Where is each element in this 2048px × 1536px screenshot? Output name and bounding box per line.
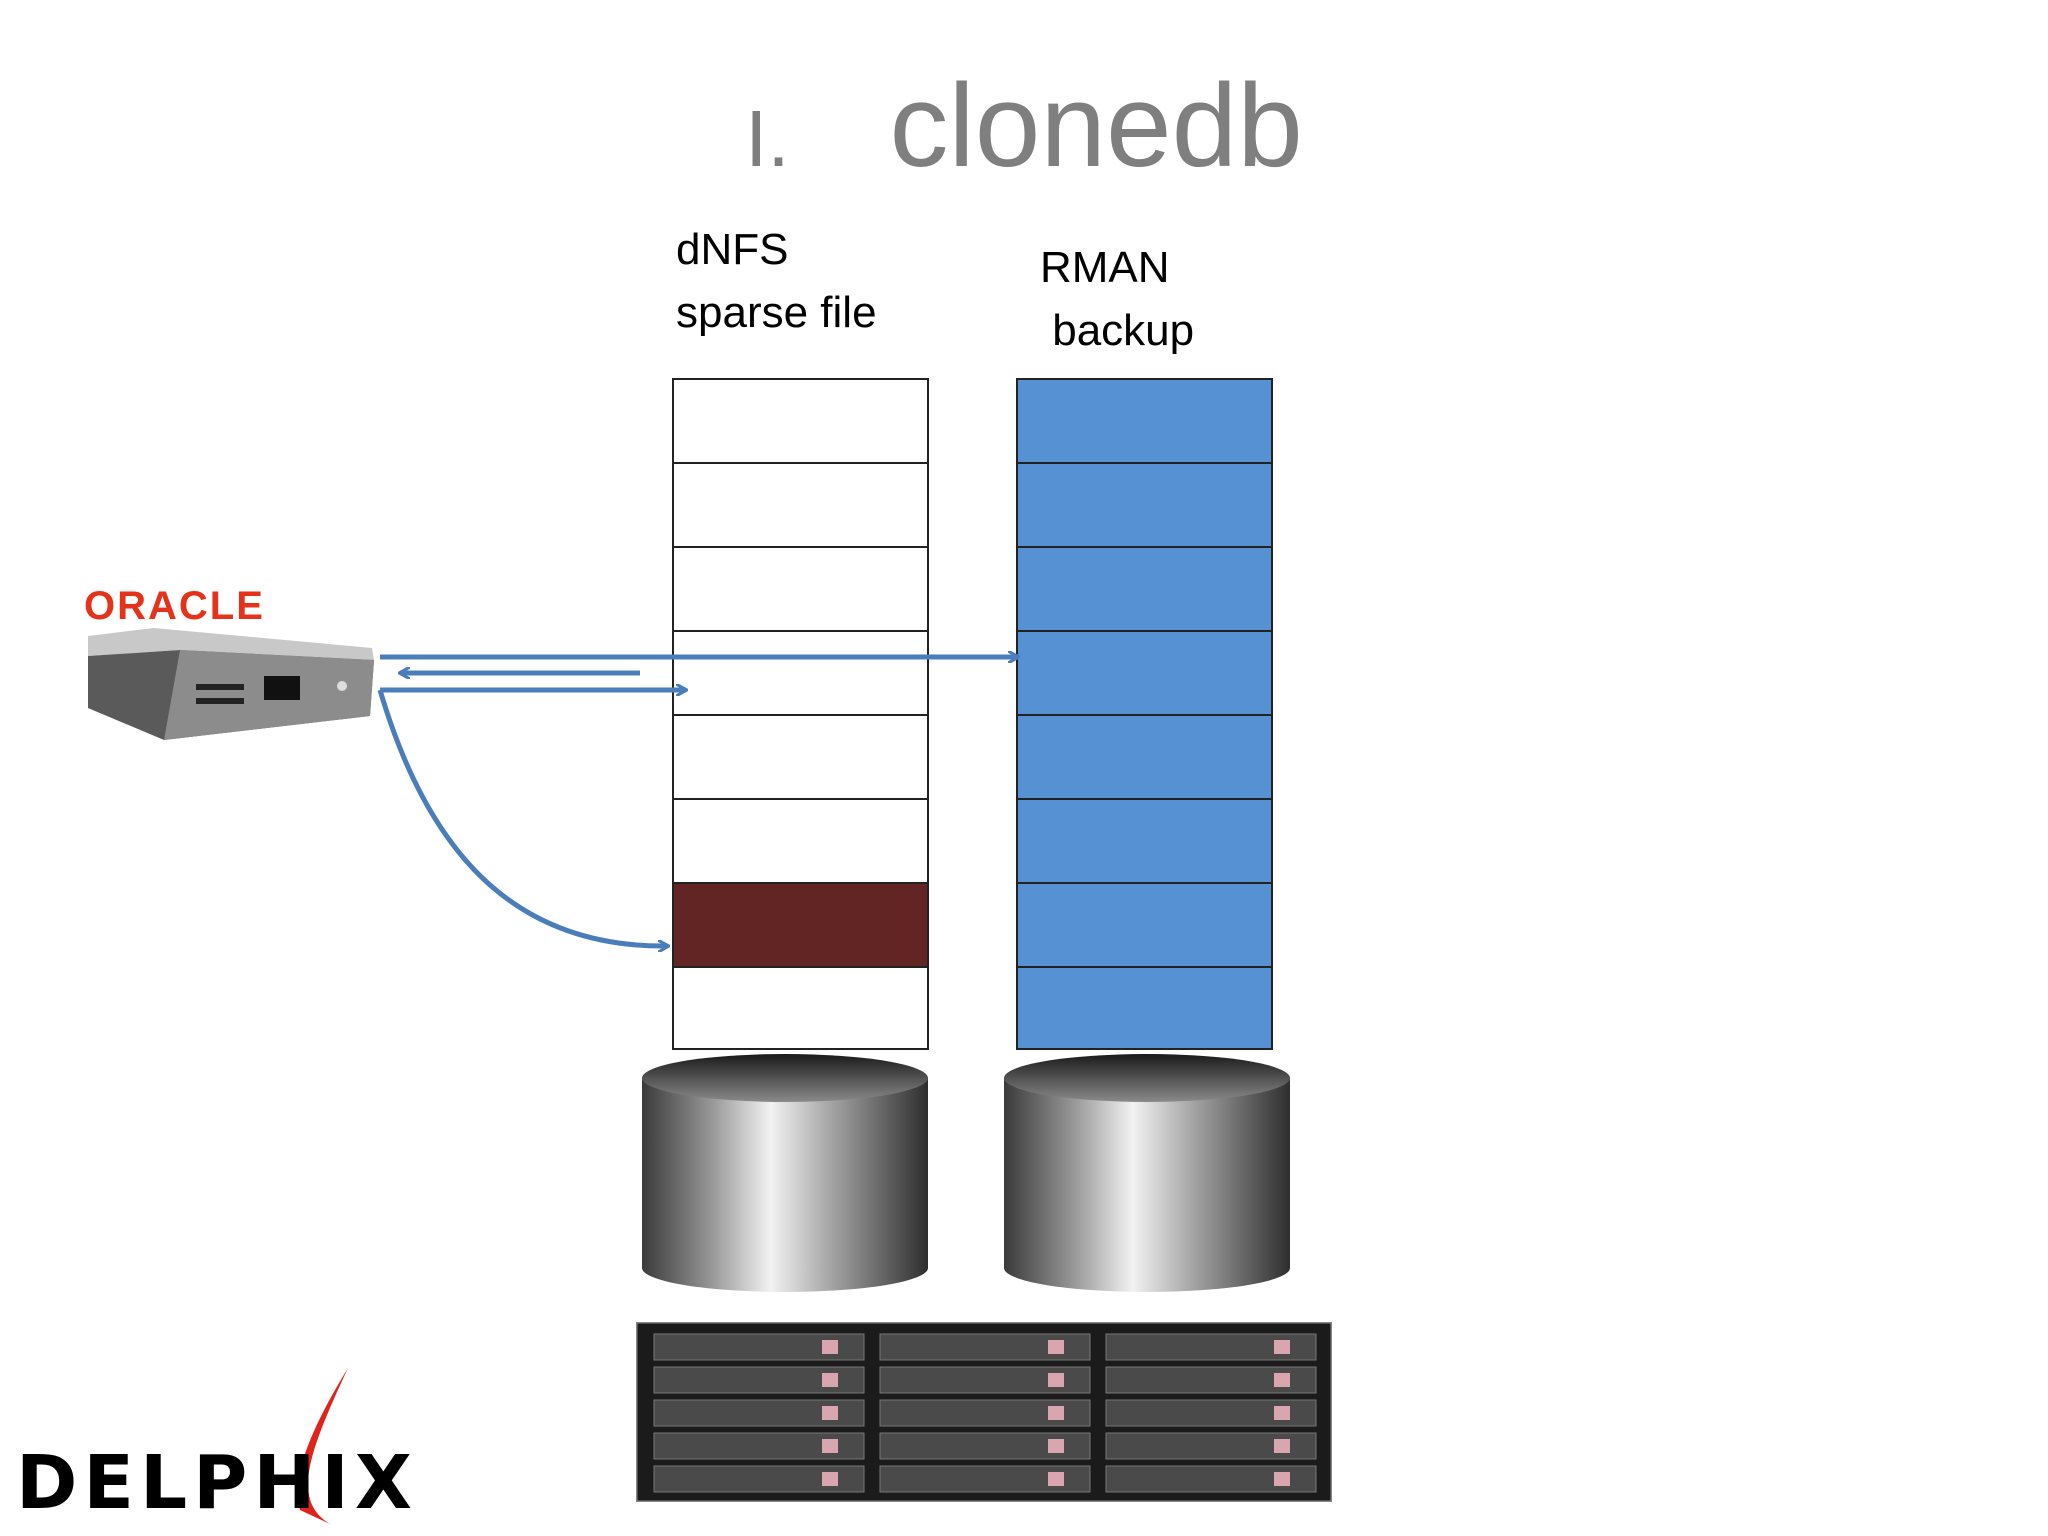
sparse-written-block	[674, 884, 927, 968]
rman-backup-label: RMAN backup	[1040, 243, 1195, 355]
rman-block	[1018, 884, 1271, 968]
title-number: I.	[745, 94, 790, 183]
drive-led	[822, 1373, 838, 1387]
drive-led	[1274, 1340, 1290, 1354]
sparse-block	[674, 800, 927, 884]
delphix-swoosh-icon	[297, 1368, 348, 1524]
delphix-logo: DELPHIX	[16, 1440, 418, 1526]
oracle-logo: ORACLE	[84, 584, 265, 628]
drive-led	[1274, 1406, 1290, 1420]
storage-cylinder-right	[1004, 1054, 1290, 1292]
arrow-write-to-sparse	[377, 689, 668, 946]
drive-led	[1274, 1373, 1290, 1387]
storage-cylinder-left	[642, 1054, 928, 1292]
drive-led	[822, 1340, 838, 1354]
rman-block	[1018, 548, 1271, 632]
title-text: clonedb	[889, 60, 1303, 192]
drive-led	[822, 1472, 838, 1486]
slide-title: I. clonedb	[0, 58, 2048, 194]
sparse-block	[674, 380, 927, 464]
sparse-block	[674, 548, 927, 632]
sparse-file-column	[672, 378, 929, 1050]
disk-array-icon	[636, 1322, 1332, 1502]
drive-led	[1048, 1340, 1064, 1354]
oracle-server-icon	[88, 628, 374, 740]
drive-led	[1274, 1439, 1290, 1453]
rman-block	[1018, 632, 1271, 716]
drive-led	[822, 1406, 838, 1420]
drive-led	[1048, 1373, 1064, 1387]
rman-backup-column	[1016, 378, 1273, 1050]
sparse-block	[674, 716, 927, 800]
rman-block	[1018, 464, 1271, 548]
drive-led	[822, 1439, 838, 1453]
sparse-block	[674, 632, 927, 716]
rman-block	[1018, 380, 1271, 464]
rman-block	[1018, 800, 1271, 884]
drive-led	[1048, 1439, 1064, 1453]
drive-led	[1048, 1472, 1064, 1486]
drive-led	[1048, 1406, 1064, 1420]
sparse-block	[674, 464, 927, 548]
sparse-file-label: dNFS sparse file	[676, 225, 877, 337]
drive-led	[1274, 1472, 1290, 1486]
rman-block	[1018, 716, 1271, 800]
